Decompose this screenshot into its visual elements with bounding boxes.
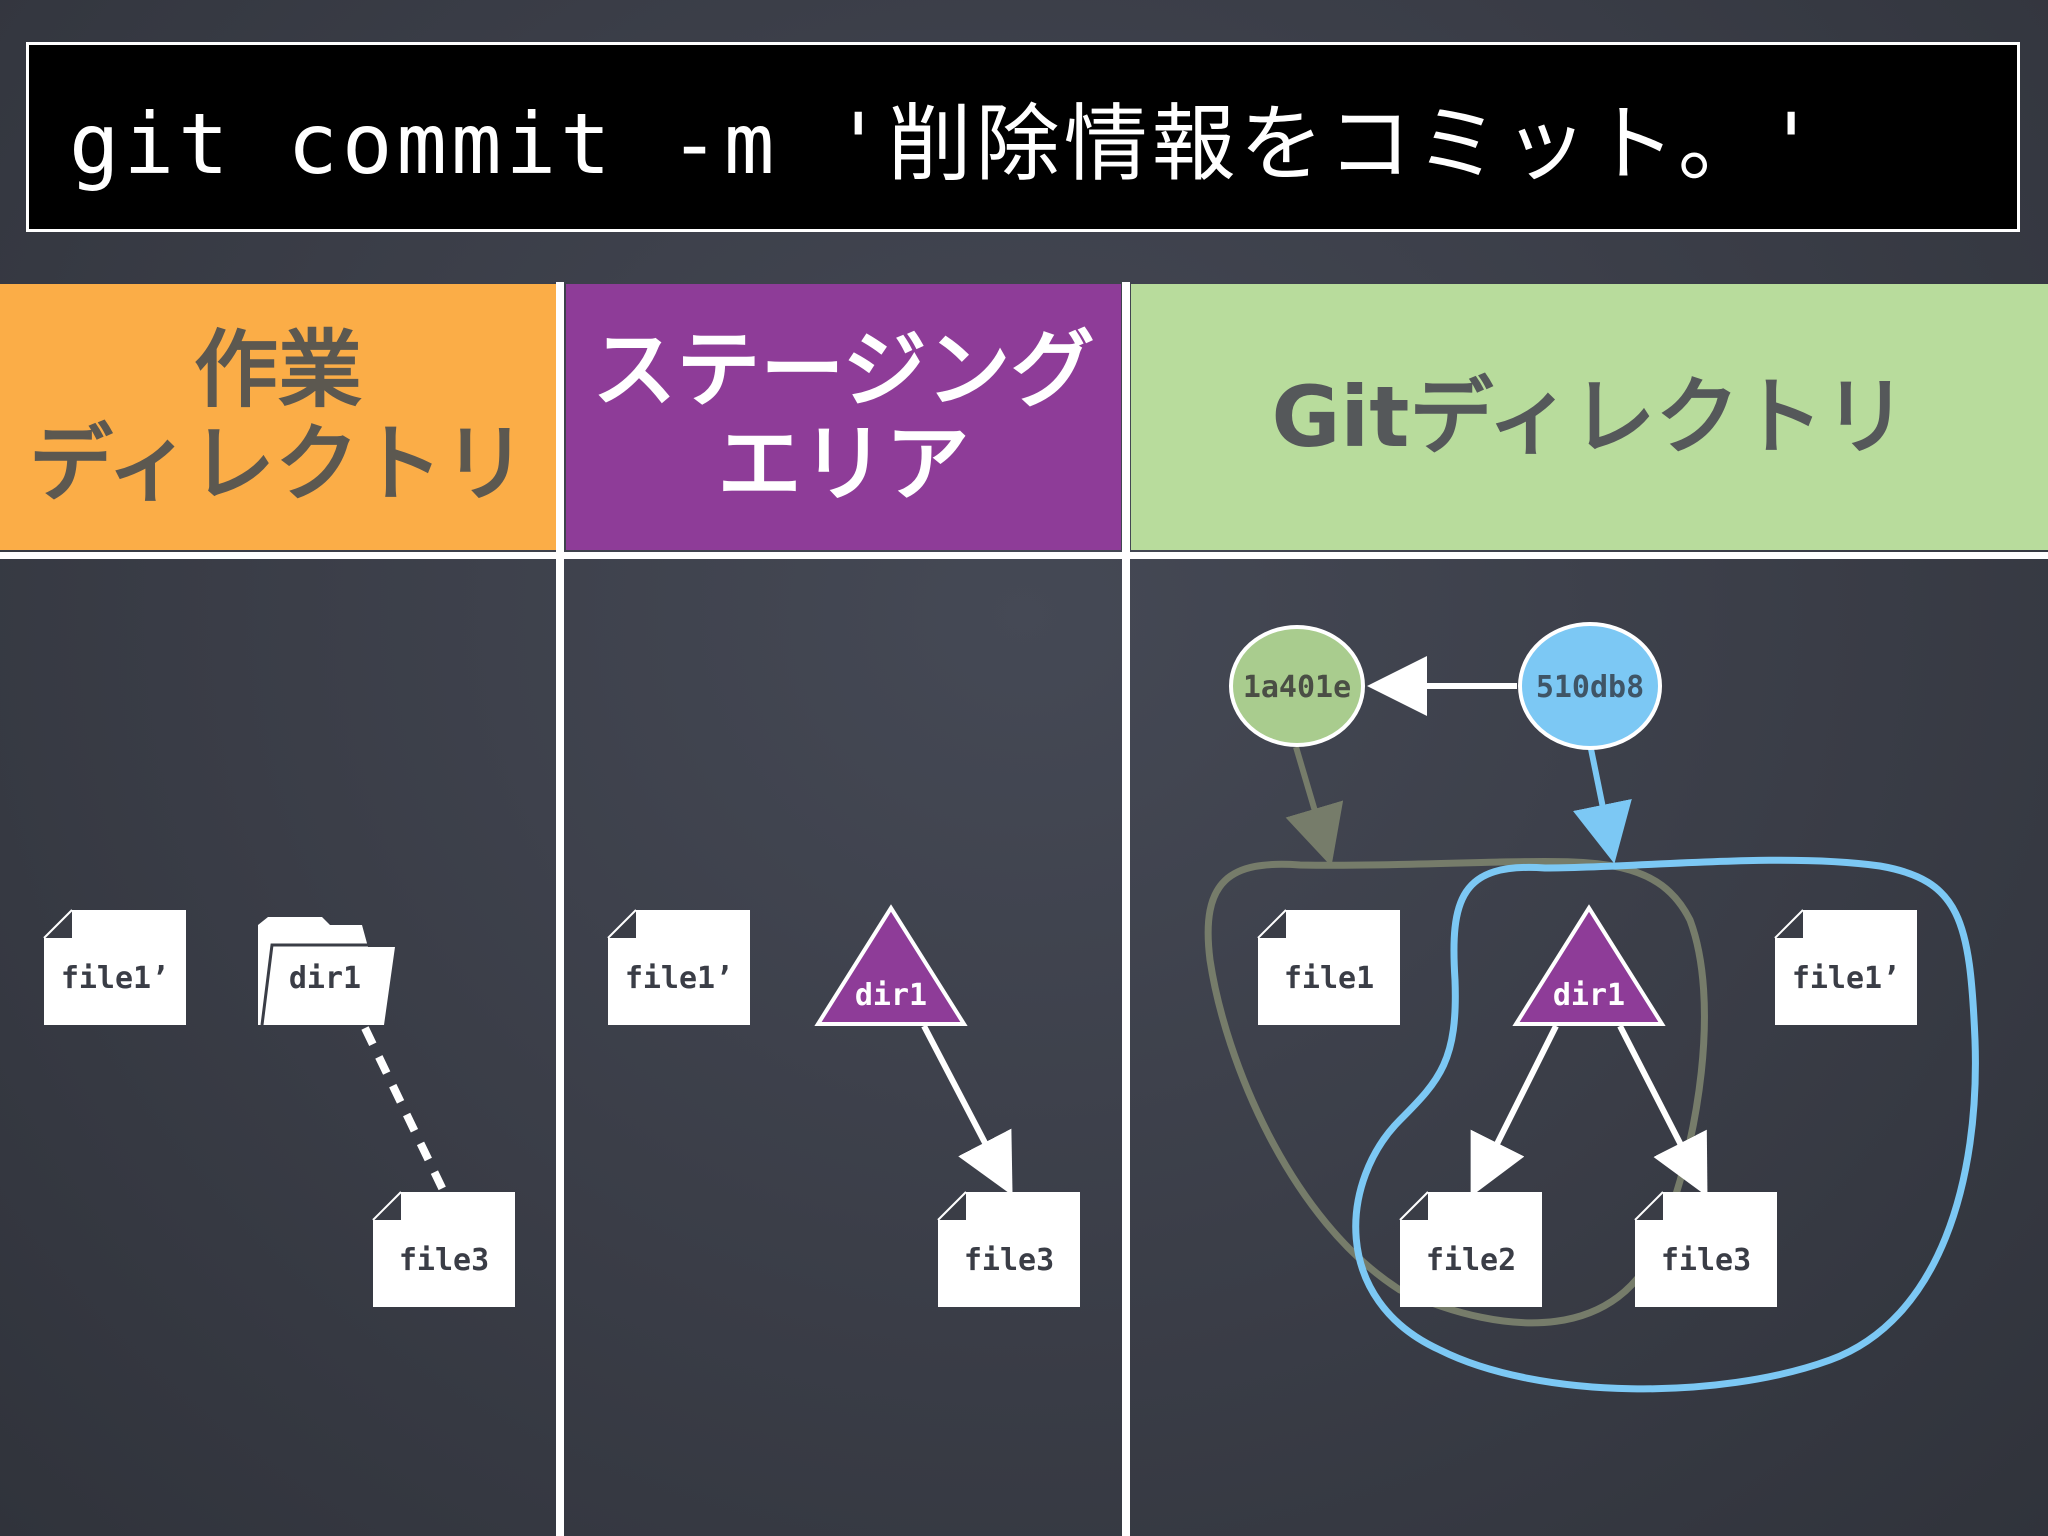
working-header-line-1: 作業	[193, 320, 362, 419]
staging-file3-label: file3	[964, 1243, 1054, 1278]
staging-header-line-2: エリア	[717, 415, 970, 513]
working-file1-icon	[43, 909, 186, 1025]
git-file1-icon	[1257, 909, 1400, 1025]
command-text: git commit -m '削除情報をコミット。'	[69, 94, 1821, 193]
new-commit-snapshot-outline	[1352, 856, 1979, 1393]
column-divider-2	[1122, 282, 1130, 1536]
gitdir-header-line-1: Gitディレクトリ	[1271, 367, 1908, 466]
staging-file3-icon	[937, 1191, 1080, 1307]
git-file1-modified-icon	[1774, 909, 1917, 1025]
staging-dir1-tree-icon	[814, 904, 968, 1026]
git-dir1-tree-icon	[1512, 904, 1666, 1026]
command-bar: git commit -m '削除情報をコミット。'	[26, 42, 2020, 232]
staging-dir1-to-file3-arrow	[921, 1024, 1013, 1196]
git-file2-label: file2	[1426, 1243, 1516, 1278]
commit-old-node	[1229, 625, 1365, 747]
working-file3-icon	[372, 1191, 515, 1307]
git-file2-icon	[1399, 1191, 1542, 1307]
staging-file1-icon	[607, 909, 750, 1025]
header-rule-staging	[564, 552, 1122, 559]
working-directory-header: 作業 ディレクトリ	[0, 284, 556, 550]
git-dir1-label: dir1	[1553, 978, 1625, 1013]
working-header-line-2: ディレクトリ	[28, 415, 528, 513]
git-dir1-to-file2-arrow	[1470, 1024, 1559, 1197]
git-directory-header: Gitディレクトリ	[1131, 284, 2048, 550]
staging-area-header: ステージング エリア	[566, 284, 1121, 550]
commit-new-node	[1518, 622, 1662, 750]
working-dir1-label: dir1	[289, 961, 361, 996]
old-commit-to-snapshot-arrow	[1285, 746, 1344, 867]
git-file1-label: file1	[1284, 961, 1374, 996]
git-file3-label: file3	[1661, 1243, 1751, 1278]
new-commit-to-snapshot-arrow	[1573, 748, 1632, 864]
staging-header-line-1: ステージング	[592, 320, 1095, 419]
working-file3-label: file3	[399, 1243, 489, 1278]
commit-new-label: 510db8	[1536, 670, 1644, 705]
working-file1-label: file1’	[61, 961, 169, 996]
header-rule-gitdir	[1130, 552, 2048, 559]
git-file3-icon	[1634, 1191, 1777, 1307]
staging-dir1-label: dir1	[855, 978, 927, 1013]
git-dir1-to-file3-arrow	[1617, 1024, 1708, 1197]
working-dir1-to-file3-dashed-link	[361, 1026, 447, 1192]
header-rule-working	[0, 552, 556, 559]
column-divider-1	[556, 282, 564, 1536]
git-file1-modified-label: file1’	[1792, 961, 1900, 996]
staging-file1-label: file1’	[625, 961, 733, 996]
working-dir1-folder-icon	[258, 917, 395, 1026]
commit-old-label: 1a401e	[1243, 670, 1351, 705]
